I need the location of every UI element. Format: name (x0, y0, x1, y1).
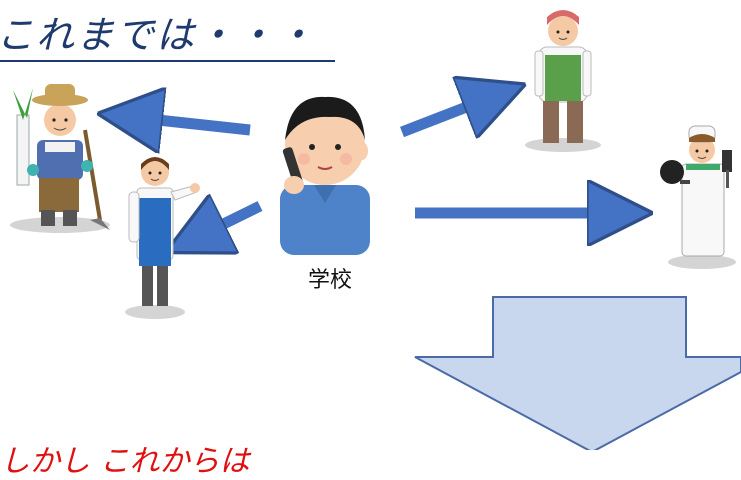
chef-icon (660, 125, 736, 269)
arrows-layer (0, 0, 741, 450)
arrow-to-apron-woman (400, 96, 495, 132)
bottom-red-text: しかし これからは (0, 444, 250, 479)
arrow-to-farmer (130, 117, 251, 130)
shop-clerk-icon (125, 157, 200, 319)
title-underline (0, 60, 335, 62)
school-label: 学校 (308, 268, 353, 293)
big-down-arrow (414, 296, 741, 450)
arrow-to-clerk (195, 206, 263, 238)
farmer-icon (10, 84, 110, 233)
teacher-phone-icon (280, 96, 370, 255)
apron-woman-icon (525, 10, 601, 152)
slide-title: これまでは・・・ (0, 13, 317, 57)
